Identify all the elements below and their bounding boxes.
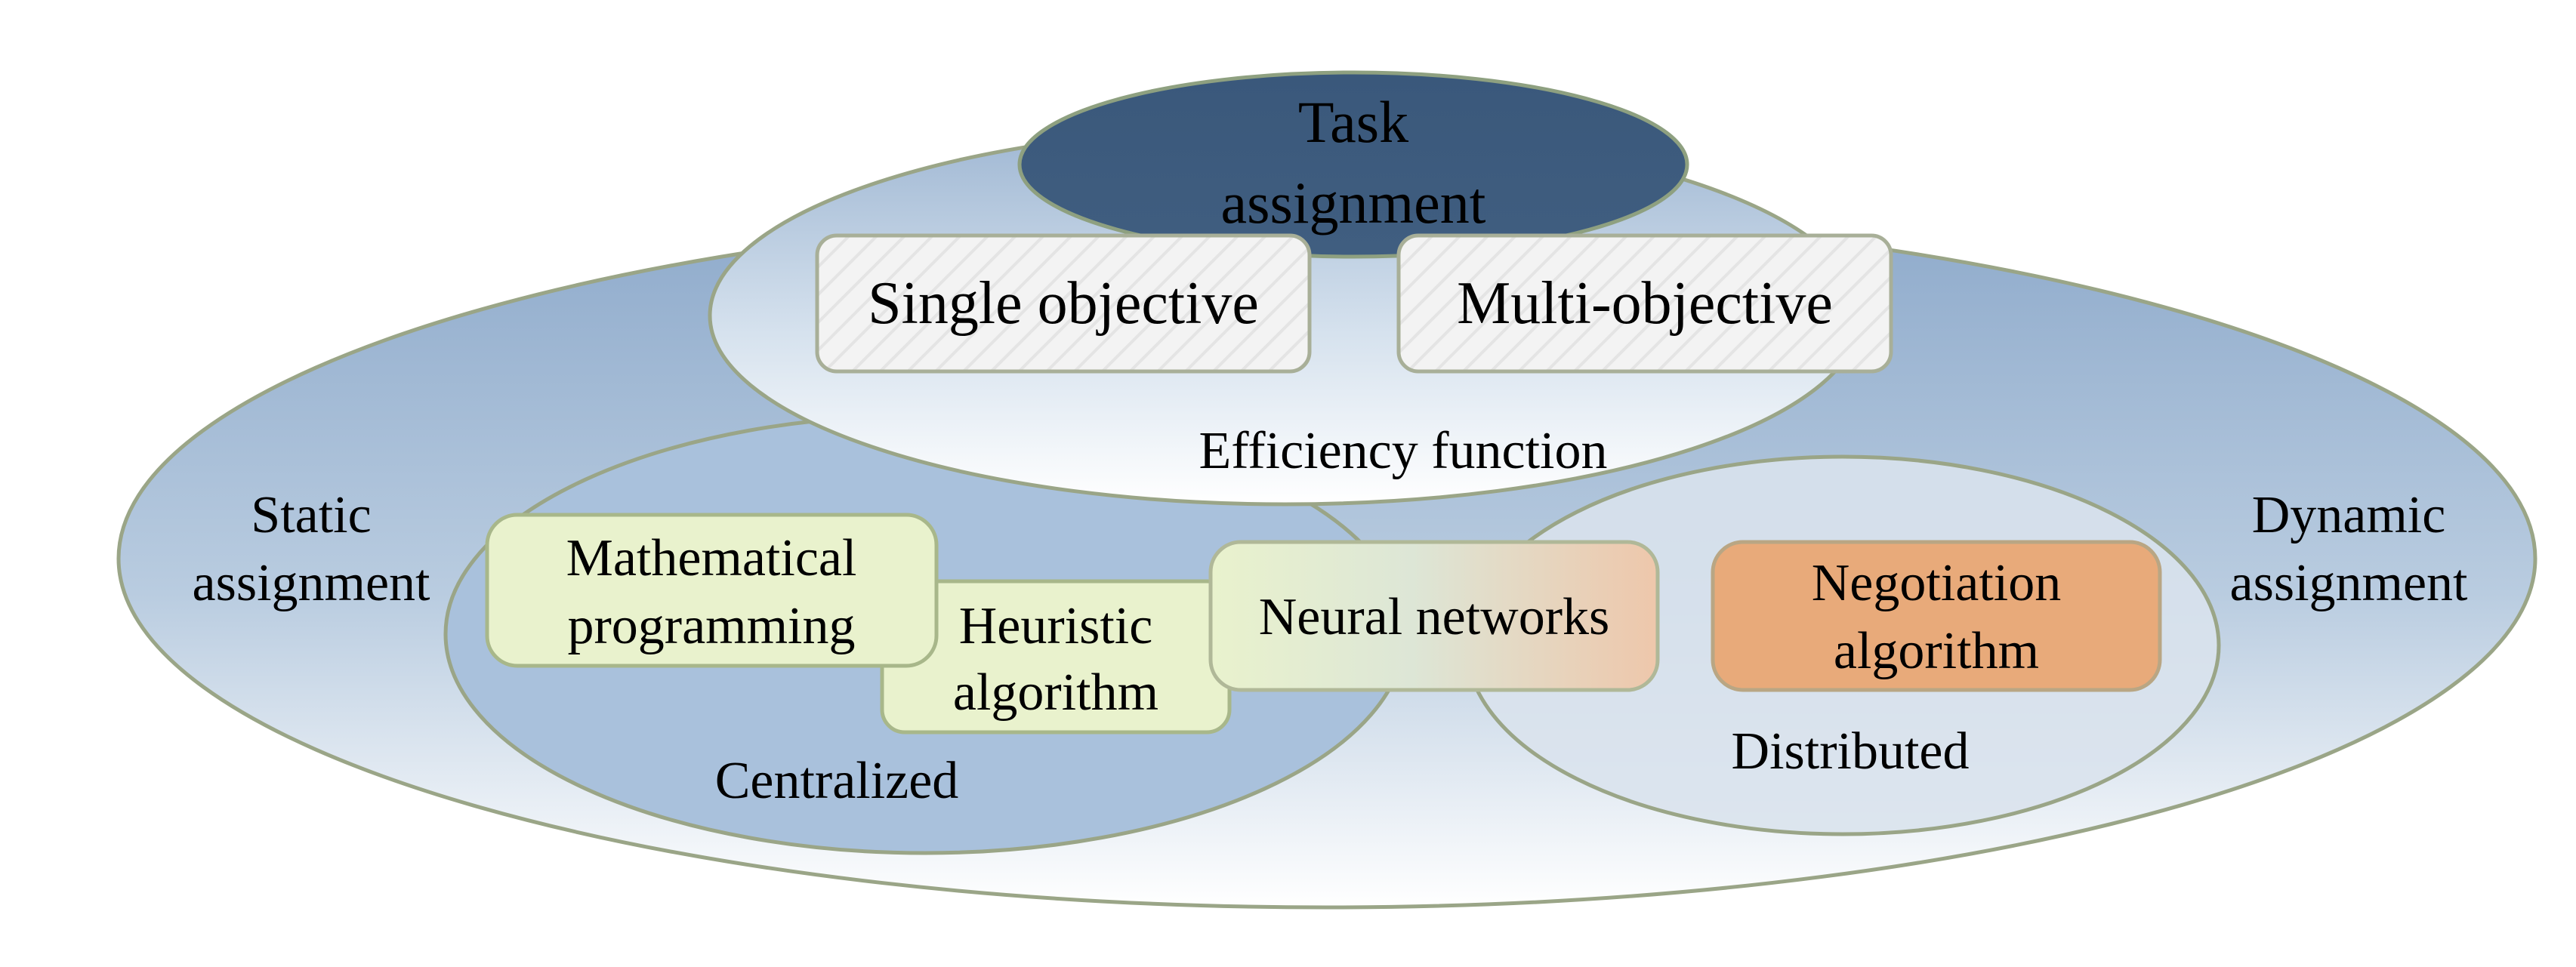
negotiation-algorithm-box [1711, 540, 2162, 692]
mathematical-programming-line-1: Mathematical [566, 529, 857, 587]
single-objective-box [815, 233, 1312, 374]
multi-objective-label: Multi-objective [1457, 270, 1833, 337]
neural-networks-box [1208, 540, 1660, 692]
distributed-label: Distributed [1732, 722, 1970, 781]
heuristic-algorithm-line-2: algorithm [953, 664, 1158, 722]
heuristic-algorithm-line-1: Heuristic [959, 597, 1153, 655]
static-assignment-line-2: assignment [193, 554, 431, 612]
neural-networks-label: Neural networks [1259, 588, 1610, 646]
dynamic-assignment-line-2: assignment [2230, 554, 2469, 612]
single-objective-label: Single objective [868, 270, 1259, 337]
title-line-2: assignment [1221, 170, 1486, 236]
mathematical-programming-box [485, 513, 939, 668]
mathematical-programming-line-2: programming [567, 597, 855, 655]
negotiation-algorithm-line-2: algorithm [1834, 622, 2039, 680]
negotiation-algorithm-line-1: Negotiation [1812, 554, 2061, 612]
centralized-label: Centralized [715, 752, 959, 810]
static-assignment-line-1: Static [251, 486, 371, 544]
multi-objective-box [1396, 233, 1893, 374]
efficiency-function-label: Efficiency function [1199, 422, 1608, 480]
dynamic-assignment-line-1: Dynamic [2252, 486, 2446, 544]
title-line-1: Task [1298, 89, 1408, 155]
task-assignment-ellipse [1017, 70, 1689, 259]
